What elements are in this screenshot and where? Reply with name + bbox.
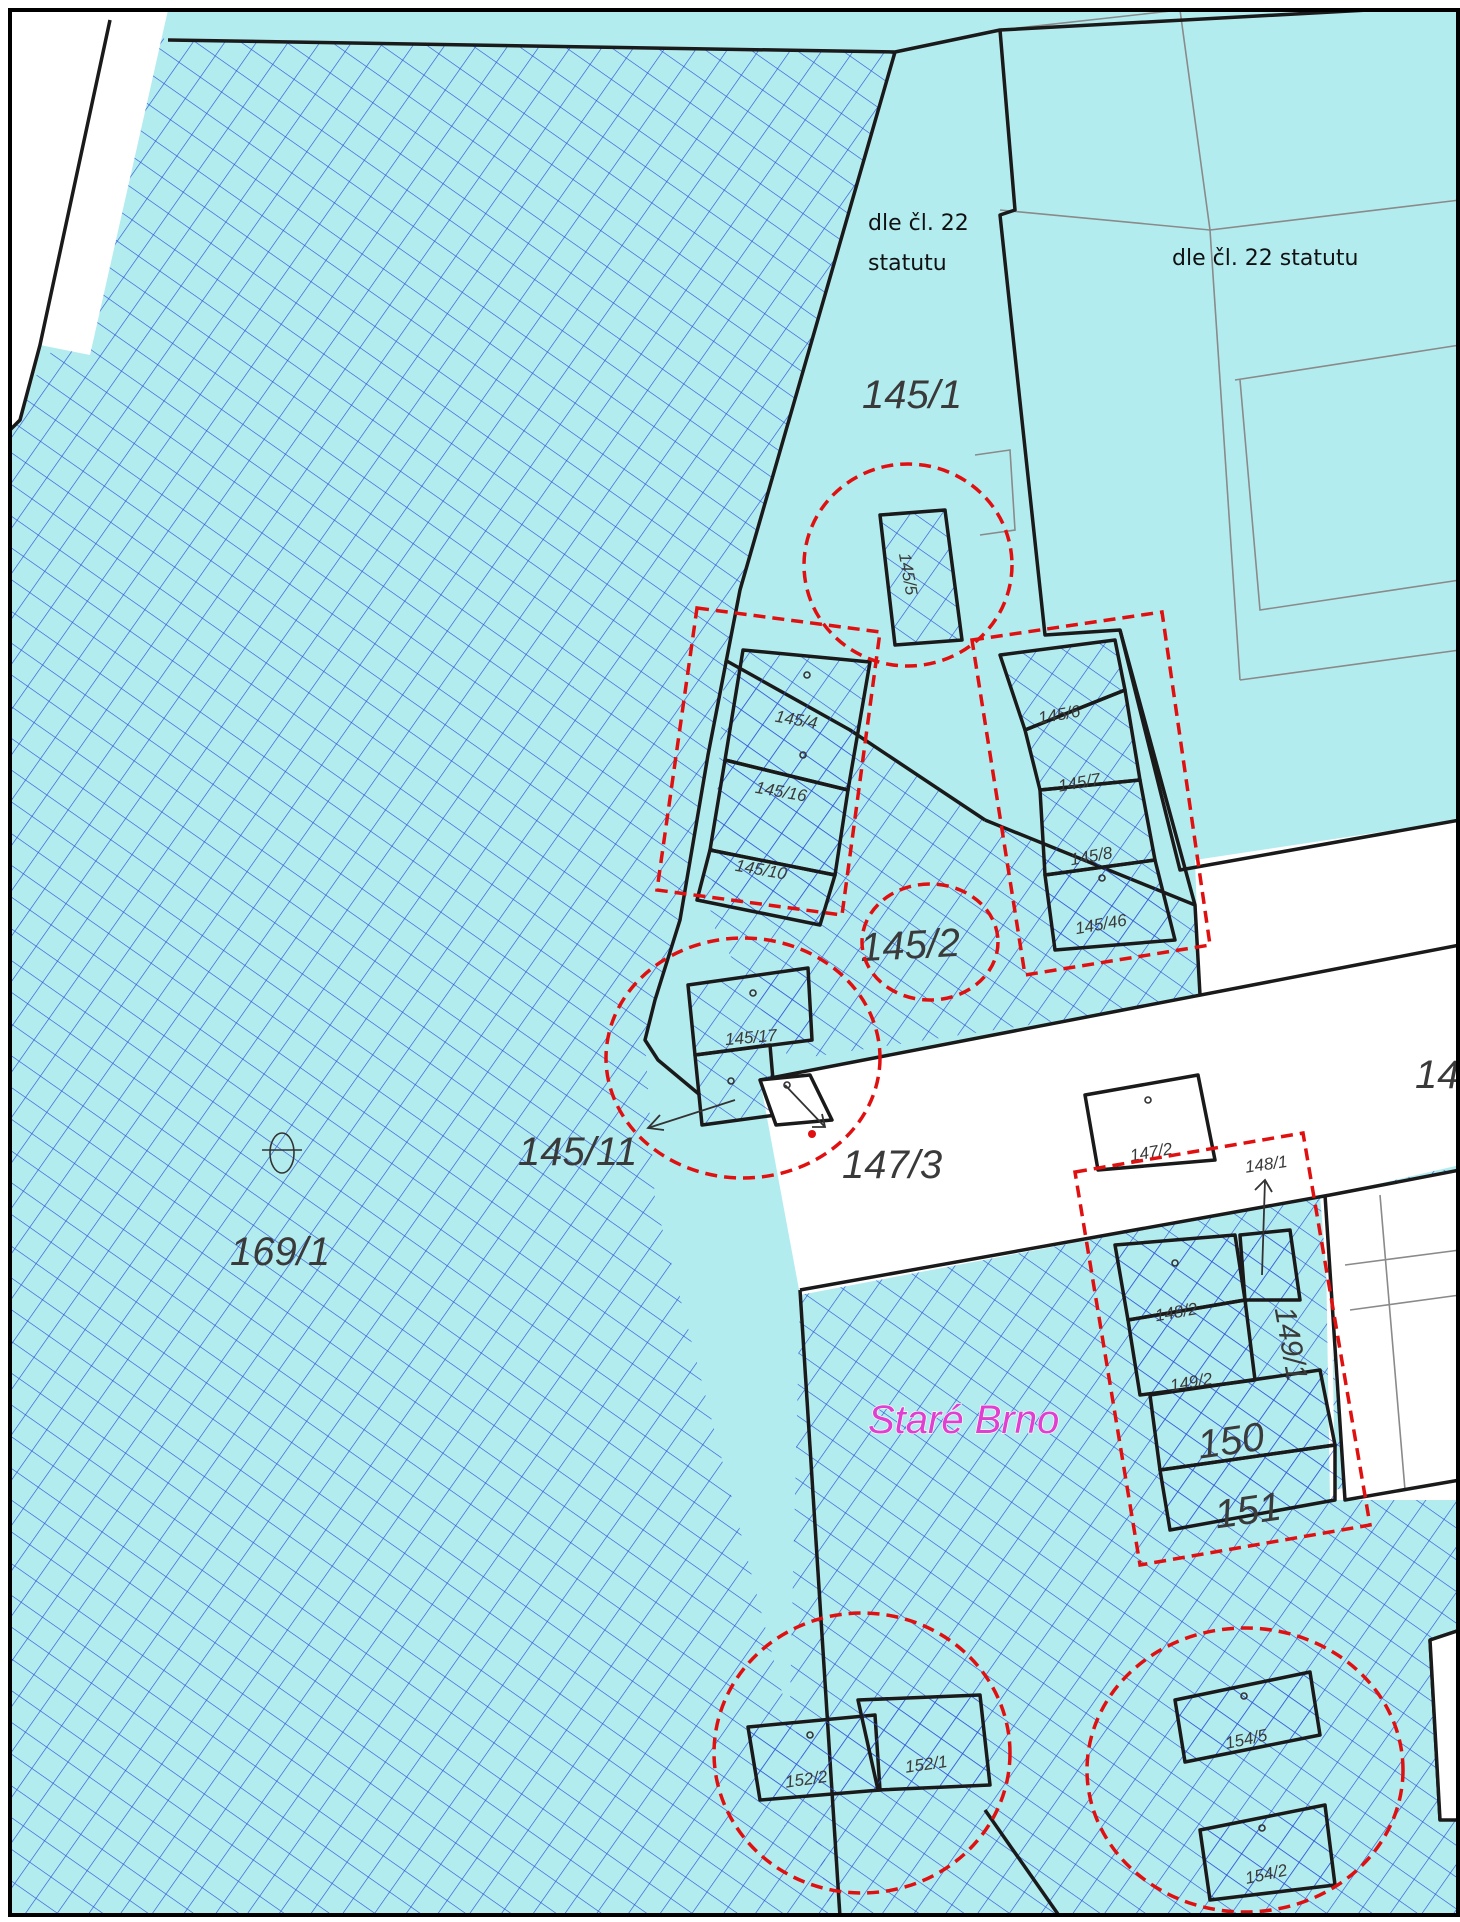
marker-oval-145-2	[860, 882, 1000, 1002]
marker-rect-145-4-16-10	[655, 606, 882, 917]
survey-points	[262, 671, 1266, 1832]
hatched-area-west	[10, 20, 895, 1917]
marker-circle-154	[1085, 1626, 1405, 1914]
label-147-3: 147/3	[842, 1143, 942, 1187]
road-east-block	[1195, 820, 1460, 995]
red-point	[808, 1130, 816, 1138]
road-147-3	[760, 945, 1460, 1500]
marker-rect-145-6-7-8-46	[969, 610, 1212, 978]
marker-circle-145-17	[604, 936, 882, 1180]
building-parcels	[686, 508, 1460, 1902]
locality-name: Staré Brno	[868, 1398, 1059, 1442]
note-1-line-1: dle čl. 22	[868, 211, 969, 236]
label-169-1: 169/1	[230, 1230, 330, 1274]
label-145-2: 145/2	[859, 921, 961, 970]
road-side-strip	[1320, 1170, 1460, 1500]
map-frame	[8, 8, 1460, 1917]
label-14x: 14	[1415, 1053, 1460, 1097]
marker-rect-148-151	[1072, 1130, 1373, 1568]
red-markers	[604, 462, 1405, 1914]
note-1-line-2: statutu	[868, 251, 947, 276]
marker-circle-145-5	[802, 462, 1014, 668]
note-2: dle čl. 22 statutu	[1172, 246, 1359, 271]
label-150: 150	[1195, 1415, 1267, 1468]
label-145-1: 145/1	[862, 373, 962, 417]
east-block-internal-lines	[974, 10, 1460, 1491]
label-145-17: 145/17	[724, 1026, 778, 1050]
marker-circle-152	[712, 1611, 1012, 1895]
label-145-11: 145/11	[518, 1130, 637, 1174]
notes: dle čl. 22 statutu dle čl. 22 statutu	[868, 211, 1359, 276]
white-strip-nw	[10, 10, 168, 430]
label-151: 151	[1212, 1484, 1284, 1537]
arrows	[646, 1084, 1273, 1276]
